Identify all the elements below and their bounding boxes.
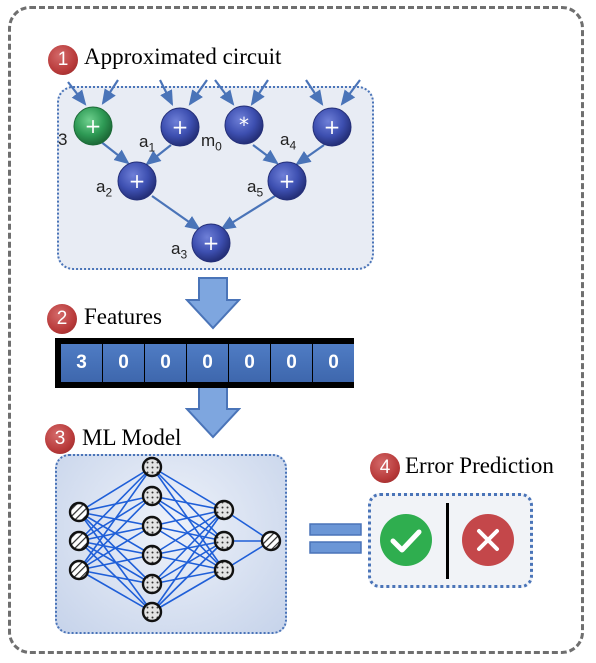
node-a3-symbol: + <box>203 231 220 255</box>
divider <box>446 503 449 579</box>
node-n3-symbol: + <box>85 114 102 138</box>
step-3-title: ML Model <box>82 425 182 450</box>
step-1-badge: 1 <box>48 45 78 75</box>
outer-panel <box>8 6 584 654</box>
node-label-a2: a2 <box>96 177 113 200</box>
circuit-nodes <box>73 105 352 263</box>
feature-cell: 0 <box>313 344 354 382</box>
node-label-a1: a1 <box>139 132 156 155</box>
node-label-a4: a4 <box>280 130 297 153</box>
step-1-title: Approximated circuit <box>84 44 282 69</box>
node-label-a5: a5 <box>247 177 264 200</box>
check-icon <box>380 514 432 566</box>
node-a2-symbol: + <box>129 169 146 193</box>
down-arrow-icon <box>185 386 241 439</box>
node-label-m0: m0 <box>201 131 222 154</box>
feature-cell: 0 <box>229 344 270 382</box>
node-a5-symbol: + <box>279 169 296 193</box>
feature-cell: 0 <box>271 344 312 382</box>
feature-cell: 0 <box>103 344 144 382</box>
step-2-badge: 2 <box>47 304 77 334</box>
feature-cell: 3 <box>61 344 102 382</box>
node-a1-symbol: + <box>172 115 189 139</box>
cross-icon <box>462 514 514 566</box>
step-4-title: Error Prediction <box>405 453 554 478</box>
feature-cell: 0 <box>145 344 186 382</box>
node-label-3: 3 <box>58 130 68 149</box>
node-a4-symbol: + <box>324 115 341 139</box>
step-3-badge: 3 <box>45 424 75 454</box>
node-label-a3: a3 <box>171 239 188 262</box>
feature-cell: 0 <box>187 344 228 382</box>
step-4-badge: 4 <box>370 453 400 483</box>
node-m0-symbol: * <box>239 113 249 137</box>
step-2-title: Features <box>84 304 162 329</box>
down-arrow-icon <box>185 277 241 330</box>
equals-icon <box>309 523 362 554</box>
